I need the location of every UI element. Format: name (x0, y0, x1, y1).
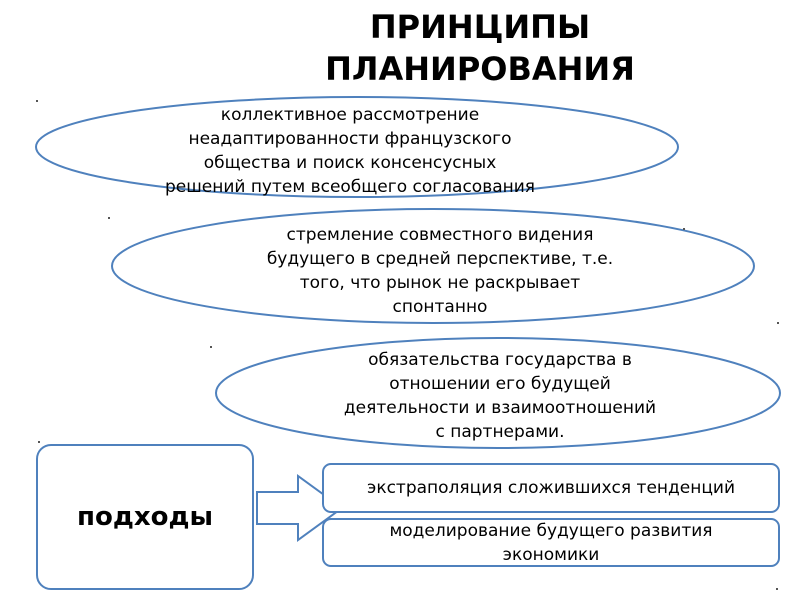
principle-3-line-2: отношении его будущей (389, 374, 611, 394)
principle-2-line-3: того, что рынок не раскрывает (299, 273, 581, 293)
principle-oval-2 (111, 208, 755, 324)
principle-1-line-2: неадаптированности французского (188, 129, 512, 149)
speckle (38, 441, 40, 443)
principle-text-2: стремление совместного видения будущего … (190, 223, 690, 319)
principle-2-line-1: стремление совместного видения (286, 225, 594, 245)
principle-oval-1 (35, 96, 679, 198)
principle-3-line-3: деятельности и взаимоотношений (343, 398, 657, 418)
principle-3-line-1: обязательства государства в (368, 350, 632, 370)
speckle (777, 322, 779, 324)
approach-text-1: экстраполяция сложившихся тенденций (323, 476, 779, 500)
approaches-arrow (256, 474, 344, 542)
title-line-2: ПЛАНИРОВАНИЯ (325, 50, 635, 88)
approach-2-line-1: моделирование будущего развития (389, 521, 713, 541)
approach-1-line-1: экстраполяция сложившихся тенденций (366, 478, 736, 498)
approach-2-line-2: экономики (502, 545, 600, 565)
principle-1-line-1: коллективное рассмотрение (220, 105, 480, 125)
approaches-box (36, 444, 254, 590)
approaches-label: подходы (77, 502, 213, 532)
principle-oval-3 (215, 337, 781, 449)
principle-1-line-4: решений путем всеобщего согласования (164, 177, 536, 197)
title-line-1: ПРИНЦИПЫ (369, 8, 591, 46)
principle-2-line-2: будущего в средней перспективе, т.е. (266, 249, 614, 269)
speckle (776, 588, 778, 590)
principle-text-1: коллективное рассмотрение неадаптированн… (100, 103, 600, 199)
approach-text-2: моделирование будущего развития экономик… (323, 519, 779, 567)
speckle (36, 100, 38, 102)
speckle (210, 346, 212, 348)
principle-3-line-4: с партнерами. (435, 422, 565, 442)
approach-box-2 (322, 518, 780, 567)
principle-text-3: обязательства государства в отношении ег… (250, 348, 750, 444)
principle-1-line-3: общества и поиск консенсусных (203, 153, 497, 173)
speckle (108, 217, 110, 219)
principle-2-line-4: спонтанно (392, 297, 488, 317)
approach-box-1 (322, 463, 780, 513)
page-title: ПРИНЦИПЫ ПЛАНИРОВАНИЯ (300, 6, 660, 90)
speckle (683, 228, 685, 230)
